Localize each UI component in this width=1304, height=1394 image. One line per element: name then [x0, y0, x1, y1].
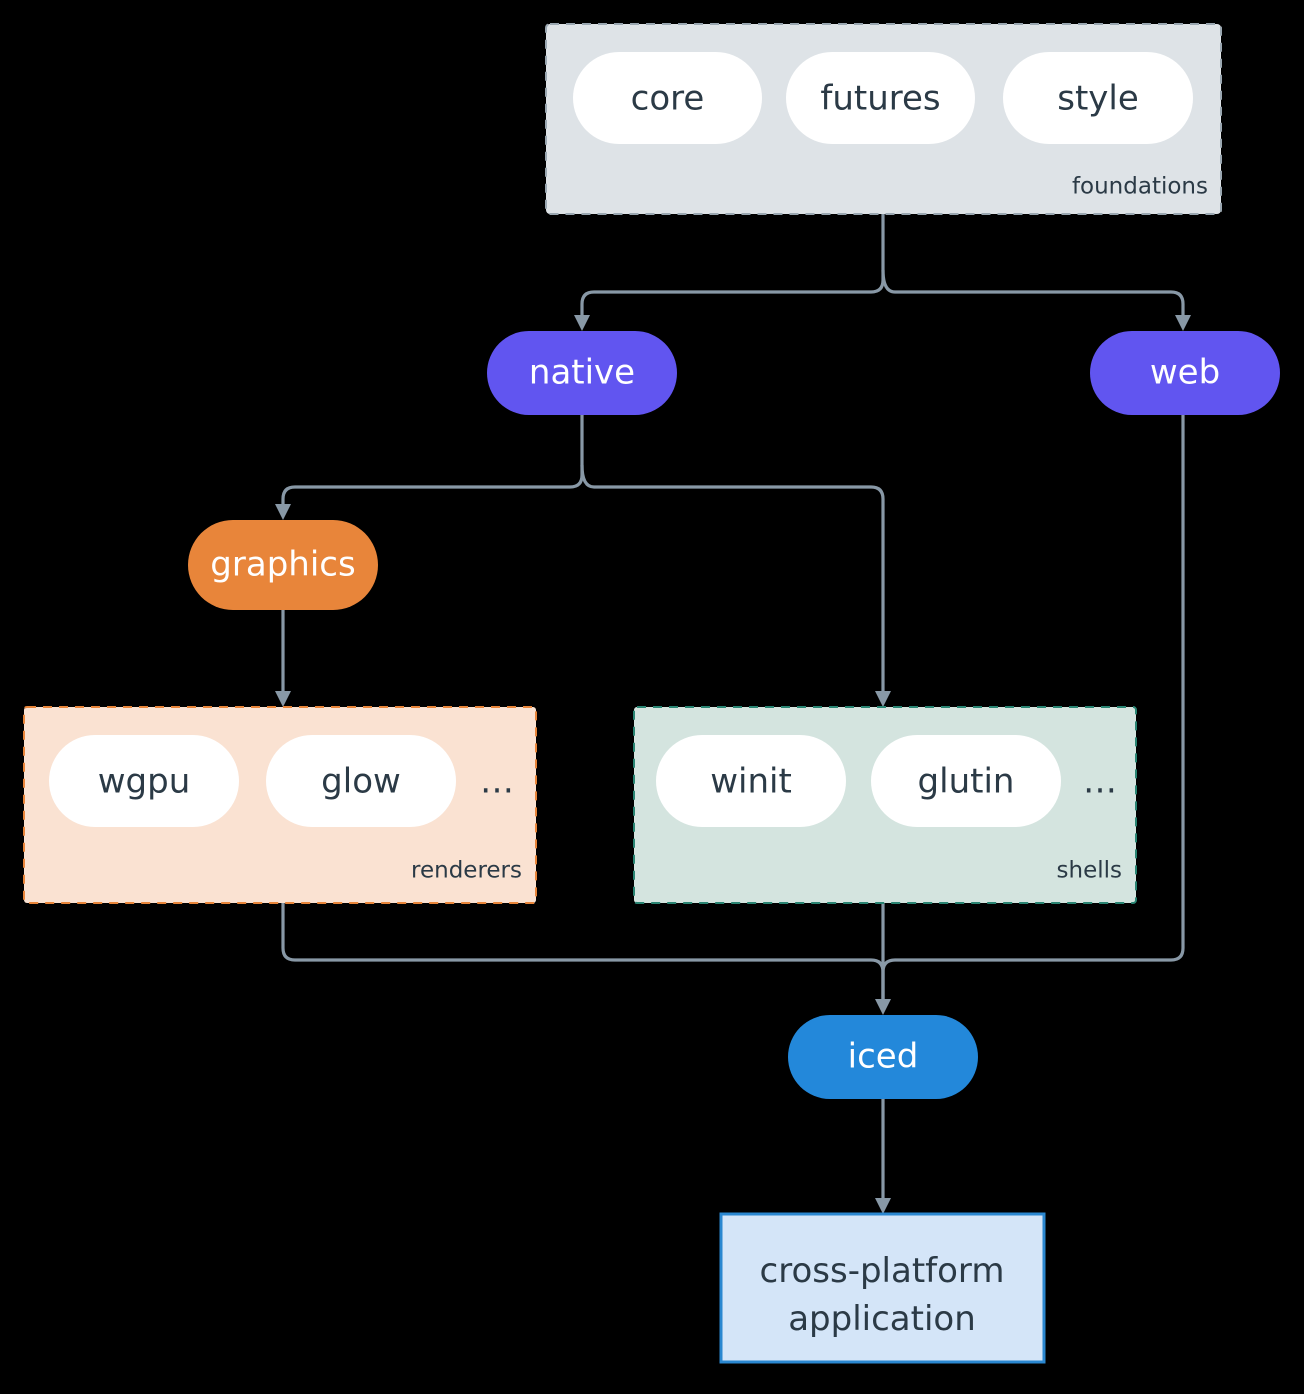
pill-glow[interactable] — [266, 735, 456, 827]
node-application-shape[interactable] — [719, 1212, 1046, 1364]
pill-style[interactable] — [1003, 52, 1193, 144]
group-shells: winit glutin … shells — [633, 706, 1137, 904]
node-native-label: native — [529, 353, 635, 393]
arrowhead-web — [1175, 315, 1191, 331]
group-renderers: wgpu glow … renderers — [23, 706, 537, 904]
edge-native-to-graphics — [281, 415, 584, 506]
arrowhead-native — [574, 315, 590, 331]
group-foundations-item-style[interactable]: style — [1003, 52, 1193, 144]
node-application-label-line2: application — [788, 1299, 976, 1339]
node-iced-label: iced — [848, 1037, 919, 1077]
node-web-label: web — [1150, 353, 1220, 393]
group-renderers-item-wgpu[interactable]: wgpu — [49, 735, 239, 827]
node-web-shape[interactable] — [1090, 331, 1280, 415]
group-foundations: core futures style foundations — [545, 23, 1222, 215]
arrowhead-iced — [875, 999, 891, 1015]
node-application-label-line1: cross-platform — [760, 1251, 1005, 1291]
node-native-shape[interactable] — [487, 331, 677, 415]
group-shells-item-glutin[interactable]: glutin — [871, 735, 1061, 827]
edge-web-to-iced — [881, 415, 1185, 1001]
node-web[interactable]: web — [1090, 331, 1280, 415]
pill-glow-label: glow — [321, 762, 401, 802]
node-graphics[interactable]: graphics — [188, 520, 378, 610]
pill-core[interactable] — [573, 52, 762, 144]
edge-renderers-to-iced — [281, 903, 885, 1001]
edge-foundations-to-web — [881, 269, 1185, 317]
pill-winit-label: winit — [710, 762, 792, 802]
node-native[interactable]: native — [487, 331, 677, 415]
group-foundations-item-core[interactable]: core — [573, 52, 762, 144]
group-renderers-ellipsis: … — [480, 762, 514, 802]
group-shells-item-winit[interactable]: winit — [656, 735, 846, 827]
arrowhead-shells — [875, 691, 891, 707]
pill-glutin-label: glutin — [918, 762, 1015, 802]
pill-futures-label: futures — [820, 79, 940, 119]
pill-core-label: core — [631, 79, 705, 119]
edge-layer — [275, 214, 1191, 1214]
edge-native-to-shells — [580, 464, 885, 693]
group-renderers-tag: renderers — [411, 858, 522, 884]
pill-wgpu-label: wgpu — [98, 762, 191, 802]
pill-style-label: style — [1057, 79, 1139, 119]
group-foundations-tag: foundations — [1072, 174, 1208, 200]
node-graphics-label: graphics — [210, 545, 355, 585]
group-renderers-item-glow[interactable]: glow — [266, 735, 456, 827]
pill-wgpu[interactable] — [49, 735, 239, 827]
node-iced-shape[interactable] — [788, 1015, 978, 1099]
group-foundations-item-futures[interactable]: futures — [786, 52, 975, 144]
node-iced[interactable]: iced — [788, 1015, 978, 1099]
pill-glutin[interactable] — [871, 735, 1061, 827]
group-shells-ellipsis: … — [1083, 762, 1117, 802]
group-shells-tag: shells — [1057, 858, 1122, 884]
arrowhead-application — [875, 1198, 891, 1214]
arrowhead-renderers — [275, 691, 291, 707]
node-graphics-shape[interactable] — [188, 520, 378, 610]
arrowhead-graphics — [275, 504, 291, 520]
pill-futures[interactable] — [786, 52, 975, 144]
node-cross-platform-application[interactable]: cross-platform application — [719, 1212, 1046, 1364]
edge-foundations-to-native — [580, 214, 885, 317]
pill-winit[interactable] — [656, 735, 846, 827]
